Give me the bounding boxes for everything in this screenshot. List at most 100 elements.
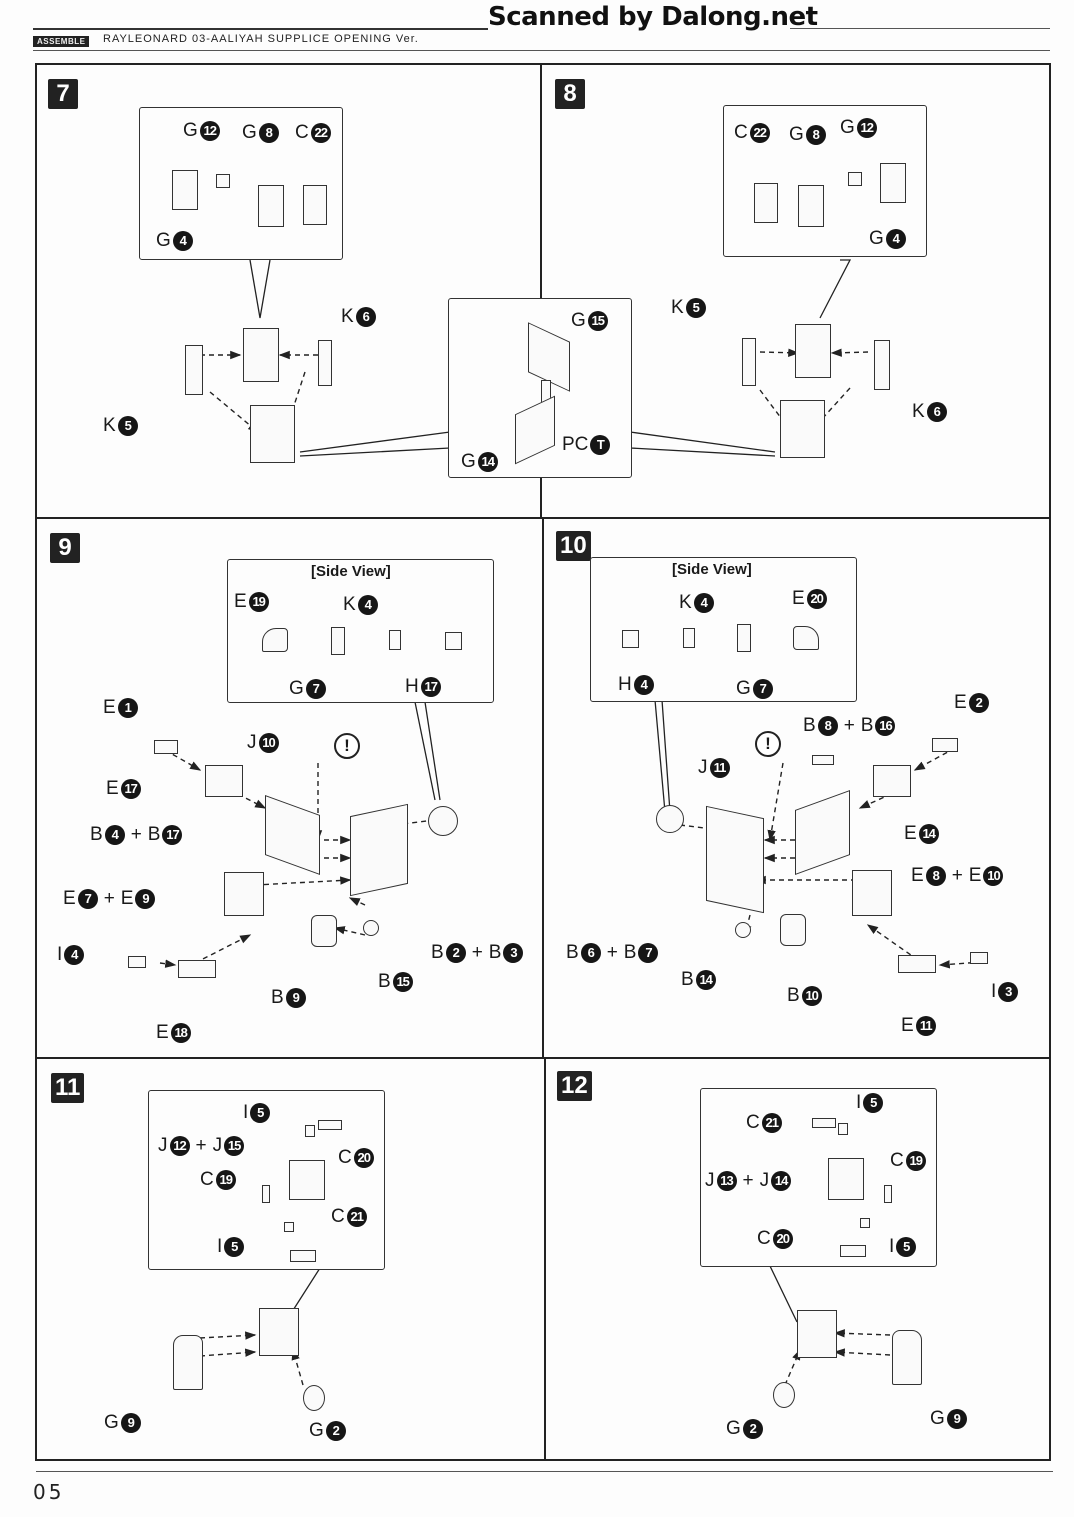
part-drawing [622, 630, 639, 648]
step-number: 12 [557, 1071, 592, 1101]
part-drawing [874, 340, 890, 390]
part-drawing [154, 740, 178, 754]
main-frame-part [350, 803, 408, 897]
part-drawing [742, 338, 756, 386]
part-drawing [173, 1335, 203, 1390]
part-drawing [840, 1245, 866, 1257]
part-drawing [735, 922, 751, 938]
part-drawing [389, 630, 401, 650]
part-drawing [262, 1185, 270, 1203]
section-badge: ASSEMBLE [33, 36, 90, 47]
part-drawing [656, 805, 684, 833]
caution-icon: ! [755, 731, 781, 757]
part-drawing [311, 915, 337, 947]
part-drawing [318, 340, 332, 386]
part-drawing [428, 806, 458, 836]
part-drawing [884, 1185, 892, 1203]
part-drawing [880, 163, 906, 203]
step-number: 10 [556, 531, 591, 561]
part-drawing [970, 952, 988, 964]
part-drawing [363, 920, 379, 936]
step-number: 9 [50, 533, 80, 563]
divider-9-10 [542, 517, 544, 1057]
part-drawing [852, 870, 892, 916]
part-drawing [318, 1120, 342, 1130]
part-drawing [838, 1123, 848, 1135]
instruction-frame [35, 63, 1051, 1461]
part-drawing [932, 738, 958, 752]
part-drawing [848, 172, 862, 186]
part-drawing [812, 1118, 836, 1128]
part-drawing [305, 1125, 315, 1137]
step-number: 8 [555, 79, 585, 109]
part-drawing [243, 328, 279, 382]
detail-inset [700, 1088, 937, 1267]
part-drawing [754, 183, 778, 223]
part-drawing [258, 185, 284, 227]
divider-row2 [35, 1057, 1051, 1059]
side-view-title: [Side View] [311, 563, 391, 580]
caution-icon: ! [334, 733, 360, 759]
divider-11-12 [544, 1057, 546, 1461]
part-drawing [445, 632, 462, 650]
header-rule-top-left [33, 28, 488, 30]
part-drawing [128, 956, 146, 968]
part-drawing [205, 765, 243, 797]
part-drawing [773, 1382, 795, 1408]
part-drawing [331, 627, 345, 655]
part-drawing [185, 345, 203, 395]
part-drawing [873, 765, 911, 797]
step-number: 11 [51, 1073, 85, 1103]
part-drawing [250, 405, 295, 463]
part-drawing [898, 955, 936, 973]
part-drawing [262, 628, 288, 652]
part-drawing [812, 755, 834, 765]
part-drawing [289, 1160, 325, 1200]
part-drawing [892, 1330, 922, 1385]
manual-title: RAYLEONARD 03-AALIYAH SUPPLICE OPENING V… [103, 33, 419, 45]
step-number: 7 [48, 79, 78, 109]
part-drawing [780, 400, 825, 458]
header-rule-bottom [33, 50, 1050, 51]
part-drawing [172, 170, 198, 210]
